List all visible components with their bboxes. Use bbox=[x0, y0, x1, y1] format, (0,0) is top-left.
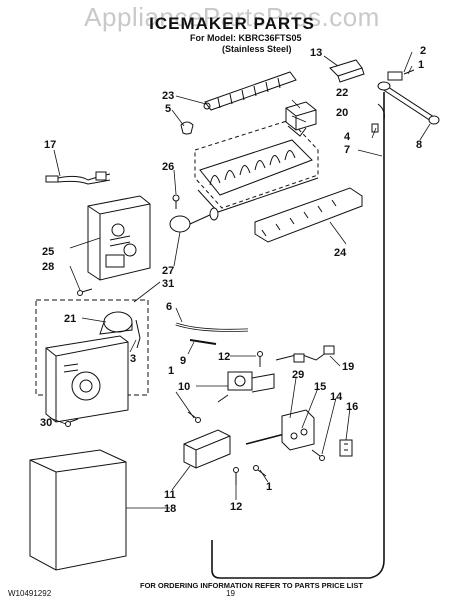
part-water-valve bbox=[217, 371, 275, 403]
finish-line: (Stainless Steel) bbox=[222, 44, 292, 54]
callout-15: 15 bbox=[314, 381, 326, 393]
callout-13: 13 bbox=[310, 47, 322, 59]
part-control-housing bbox=[87, 195, 151, 281]
callout-2: 2 bbox=[420, 45, 426, 57]
part-screw bbox=[172, 194, 180, 209]
callout-5: 5 bbox=[165, 103, 171, 115]
part-screw-28 bbox=[77, 288, 93, 296]
part-screw-12b bbox=[233, 467, 239, 485]
callout-21: 21 bbox=[64, 313, 76, 325]
callout-1-low: 1 bbox=[266, 481, 272, 493]
part-motor-assembly bbox=[35, 299, 149, 423]
page-number: 19 bbox=[226, 589, 235, 598]
part-motor-shaft bbox=[169, 207, 219, 233]
part-water-line bbox=[211, 92, 385, 579]
part-ejector-comb bbox=[203, 71, 297, 111]
callout-4: 4 bbox=[344, 131, 351, 143]
callout-19: 19 bbox=[342, 361, 354, 373]
callout-17: 17 bbox=[44, 139, 56, 151]
callout-12-low: 12 bbox=[230, 501, 242, 513]
callout-23: 23 bbox=[162, 90, 174, 102]
callout-30: 30 bbox=[40, 417, 52, 429]
callout-29: 29 bbox=[292, 369, 304, 381]
callout-18: 18 bbox=[164, 503, 176, 515]
callout-14: 14 bbox=[330, 391, 343, 403]
callout-3: 3 bbox=[130, 353, 136, 365]
part-terminal-board bbox=[245, 409, 353, 461]
callout-24: 24 bbox=[334, 247, 347, 259]
model-line: For Model: KBRC36FTS05 bbox=[190, 33, 302, 43]
callout-numbers: 23 5 13 2 1 22 20 4 7 8 17 26 25 28 27 3… bbox=[40, 45, 426, 515]
callout-10: 10 bbox=[178, 381, 190, 393]
callout-20: 20 bbox=[336, 107, 348, 119]
watermark: AppliancePartsPros.com bbox=[84, 2, 380, 32]
part-bracket bbox=[329, 59, 365, 83]
part-housing-box bbox=[29, 449, 127, 571]
callout-12-mid: 12 bbox=[218, 351, 230, 363]
part-fill-tube bbox=[371, 69, 440, 133]
part-ice-mold bbox=[194, 119, 319, 213]
part-fill-cup bbox=[285, 101, 317, 137]
callout-6: 6 bbox=[166, 301, 172, 313]
part-screw-12 bbox=[257, 351, 263, 367]
callout-26: 26 bbox=[162, 161, 174, 173]
callout-7: 7 bbox=[344, 144, 350, 156]
document-id: W10491292 bbox=[8, 589, 52, 598]
diagram-title: ICEMAKER PARTS bbox=[149, 14, 315, 33]
part-wire-harness bbox=[45, 171, 111, 185]
part-ice-shield bbox=[254, 187, 363, 243]
callout-22: 22 bbox=[336, 87, 348, 99]
callout-27: 27 bbox=[162, 265, 174, 277]
callout-28: 28 bbox=[42, 261, 54, 273]
callout-31: 31 bbox=[162, 278, 174, 290]
callout-25: 25 bbox=[42, 246, 54, 258]
callout-9: 9 bbox=[180, 355, 186, 367]
callout-8: 8 bbox=[416, 139, 422, 151]
part-valve-bracket bbox=[183, 429, 231, 469]
callout-16: 16 bbox=[346, 401, 358, 413]
part-clip bbox=[180, 121, 194, 135]
part-valve-harness bbox=[275, 345, 335, 363]
callout-11: 11 bbox=[164, 489, 176, 501]
callout-1-top: 1 bbox=[418, 59, 424, 71]
part-tube bbox=[175, 322, 249, 345]
ordering-note: FOR ORDERING INFORMATION REFER TO PARTS … bbox=[140, 581, 363, 590]
callout-1-mid: 1 bbox=[168, 365, 174, 377]
leader-lines bbox=[49, 51, 431, 509]
